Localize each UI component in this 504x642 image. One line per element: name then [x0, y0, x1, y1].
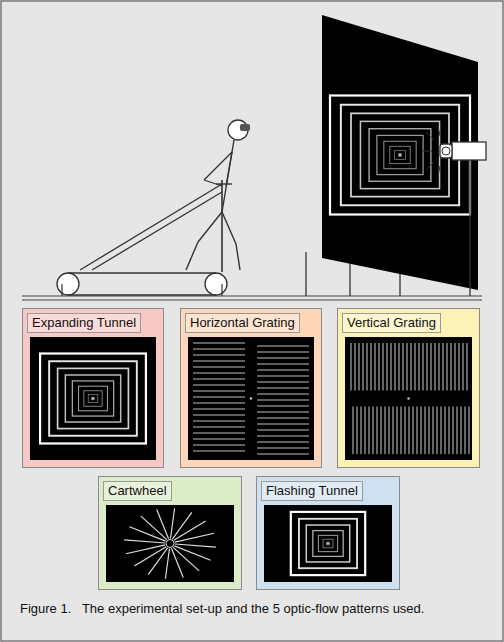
pattern-label: Cartwheel — [103, 481, 172, 501]
pattern-thumbnail — [30, 337, 156, 460]
pattern-label: Expanding Tunnel — [27, 313, 141, 333]
pattern-panel: Horizontal Grating — [180, 308, 322, 468]
figure-caption: Figure 1. The experimental set-up and th… — [20, 600, 484, 617]
pattern-label: Vertical Grating — [342, 313, 441, 333]
pattern-thumbnail — [188, 337, 314, 460]
pattern-panel: Cartwheel — [98, 476, 242, 590]
pattern-label: Flashing Tunnel — [261, 481, 363, 501]
pattern-thumbnail — [106, 505, 234, 582]
pattern-label: Horizontal Grating — [185, 313, 300, 333]
pattern-panel: Vertical Grating — [337, 308, 480, 468]
pattern-panel: Expanding Tunnel — [22, 308, 164, 468]
pattern-panel: Flashing Tunnel — [256, 476, 400, 590]
pattern-thumbnail — [345, 337, 472, 460]
pattern-thumbnail — [264, 505, 392, 582]
